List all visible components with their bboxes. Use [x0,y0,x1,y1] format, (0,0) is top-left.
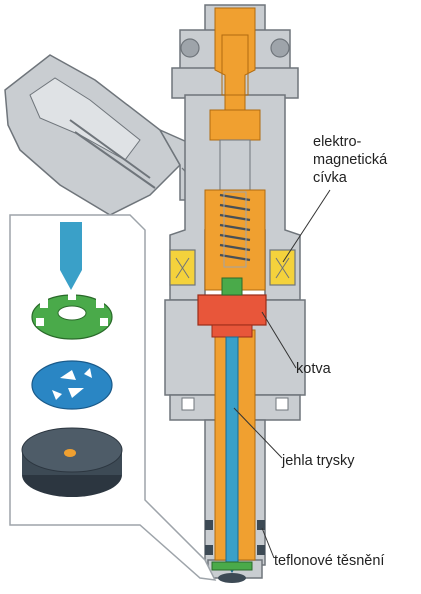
blue-swirl-disc-icon [31,360,113,410]
seal-label: teflonové těsnění [274,553,385,569]
spring [219,191,251,268]
coil-label: elektro- magnetická cívka [313,133,387,187]
dark-orifice-disc-icon [21,427,123,497]
nozzle-needle [211,336,253,583]
armature [197,277,267,338]
coil-label-line-2: magnetická [313,152,388,168]
coil-label-line-3: cívka [313,170,347,186]
green-slotted-disc-icon [31,292,113,340]
detail-inset [9,214,217,581]
nozzle-tip-icon [60,222,82,290]
armature-label: kotva [296,361,331,377]
coil-label-line-1: elektro- [313,134,362,150]
leader-lines [233,189,331,559]
needle-label: jehla trysky [282,453,355,469]
solenoid-coils [169,249,296,286]
electrical-connector [4,54,206,216]
